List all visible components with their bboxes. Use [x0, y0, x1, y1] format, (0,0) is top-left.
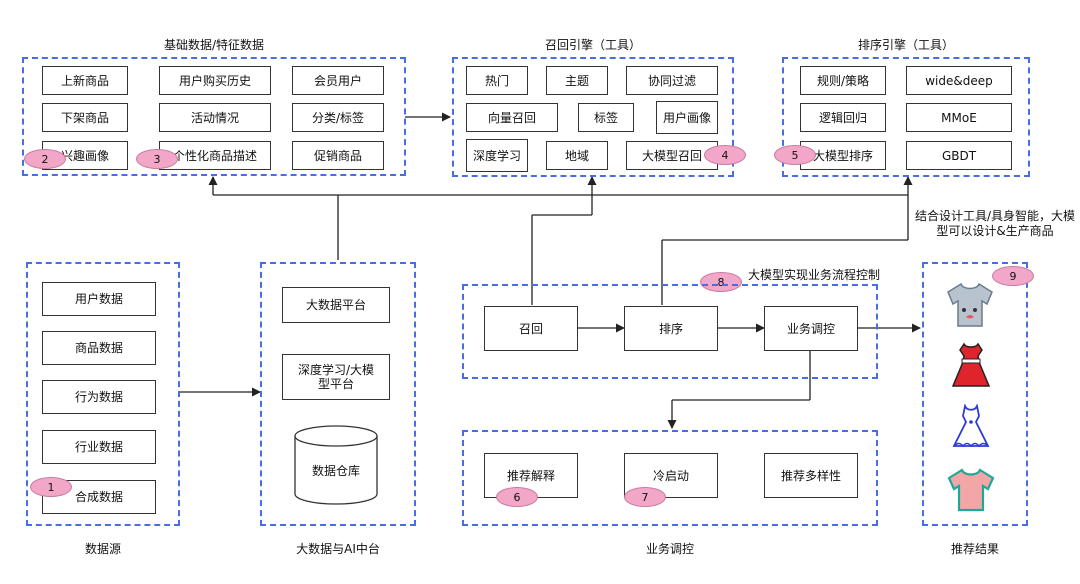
basic-item: 促销商品 — [292, 141, 384, 170]
platform-item: 深度学习/大模型平台 — [282, 354, 390, 400]
badge: 6 — [496, 487, 538, 507]
recall-item: 用户画像 — [656, 101, 718, 134]
recall-item: 热门 — [466, 66, 528, 95]
badge: 8 — [700, 272, 742, 292]
data-warehouse-label: 数据仓库 — [311, 464, 360, 478]
result-group — [922, 262, 1028, 526]
source-item: 行为数据 — [42, 380, 156, 414]
rank-item: MMoE — [906, 103, 1012, 132]
recall-item: 深度学习 — [466, 139, 528, 172]
source-item: 行业数据 — [42, 430, 156, 464]
rank-item: wide&deep — [906, 66, 1012, 95]
data-warehouse-cylinder — [294, 425, 378, 505]
tshirt-pink-icon — [947, 468, 995, 512]
business-control-group — [462, 430, 878, 526]
basic-item: 分类/标签 — [292, 103, 384, 132]
control-item: 推荐多样性 — [764, 453, 858, 498]
basic-item: 上新商品 — [42, 66, 128, 95]
result-caption: 推荐结果 — [950, 542, 999, 556]
rank-engine-group — [782, 57, 1030, 177]
rank-group-title: 排序引擎（工具） — [857, 38, 954, 52]
rank-item: 大模型排序 — [800, 141, 886, 170]
basic-item: 用户购买历史 — [159, 66, 271, 95]
platform-caption: 大数据与AI中台 — [296, 542, 380, 556]
basic-item: 活动情况 — [159, 103, 271, 132]
dress-red-icon — [951, 342, 991, 387]
source-item: 商品数据 — [42, 331, 156, 365]
result-note: 结合设计工具/具身智能，大模型可以设计&生产商品 — [914, 209, 1076, 238]
basic-group-title: 基础数据/特征数据 — [163, 38, 265, 52]
rank-item: GBDT — [906, 141, 1012, 170]
recall-item: 大模型召回 — [626, 141, 718, 170]
source-item: 用户数据 — [42, 282, 156, 316]
data-source-caption: 数据源 — [84, 542, 121, 556]
badge: 3 — [136, 149, 178, 169]
rank-item: 规则/策略 — [800, 66, 886, 95]
rank-item: 逻辑回归 — [800, 103, 886, 132]
control-item: 冷启动 — [624, 453, 718, 498]
badge: 1 — [30, 477, 72, 497]
flow-group-title: 大模型实现业务流程控制 — [748, 268, 881, 282]
platform-item: 大数据平台 — [282, 287, 390, 323]
basic-item: 会员用户 — [292, 66, 384, 95]
recall-item: 主题 — [546, 66, 608, 95]
recall-group-title: 召回引擎（工具） — [544, 38, 641, 52]
recall-item: 向量召回 — [466, 103, 558, 132]
data-source-group — [26, 262, 180, 526]
business-control-caption: 业务调控 — [645, 542, 694, 556]
badge: 7 — [624, 487, 666, 507]
platform-group — [260, 262, 416, 526]
flow-control-group — [462, 284, 878, 379]
basic-data-group — [22, 57, 406, 176]
badge: 4 — [704, 145, 746, 165]
recall-item: 地域 — [546, 141, 608, 170]
tshirt-gray-icon — [947, 282, 993, 327]
flow-sort-node: 排序 — [624, 306, 718, 351]
flow-recall-node: 召回 — [484, 306, 578, 351]
badge: 5 — [774, 145, 816, 165]
recall-item: 协同过滤 — [626, 66, 718, 95]
recall-engine-group — [452, 57, 734, 177]
recall-item: 标签 — [578, 103, 634, 132]
badge: 9 — [992, 266, 1034, 286]
basic-item: 下架商品 — [42, 103, 128, 132]
flow-control-node: 业务调控 — [764, 306, 858, 351]
badge: 2 — [24, 149, 66, 169]
dress-blue-icon — [952, 404, 990, 448]
